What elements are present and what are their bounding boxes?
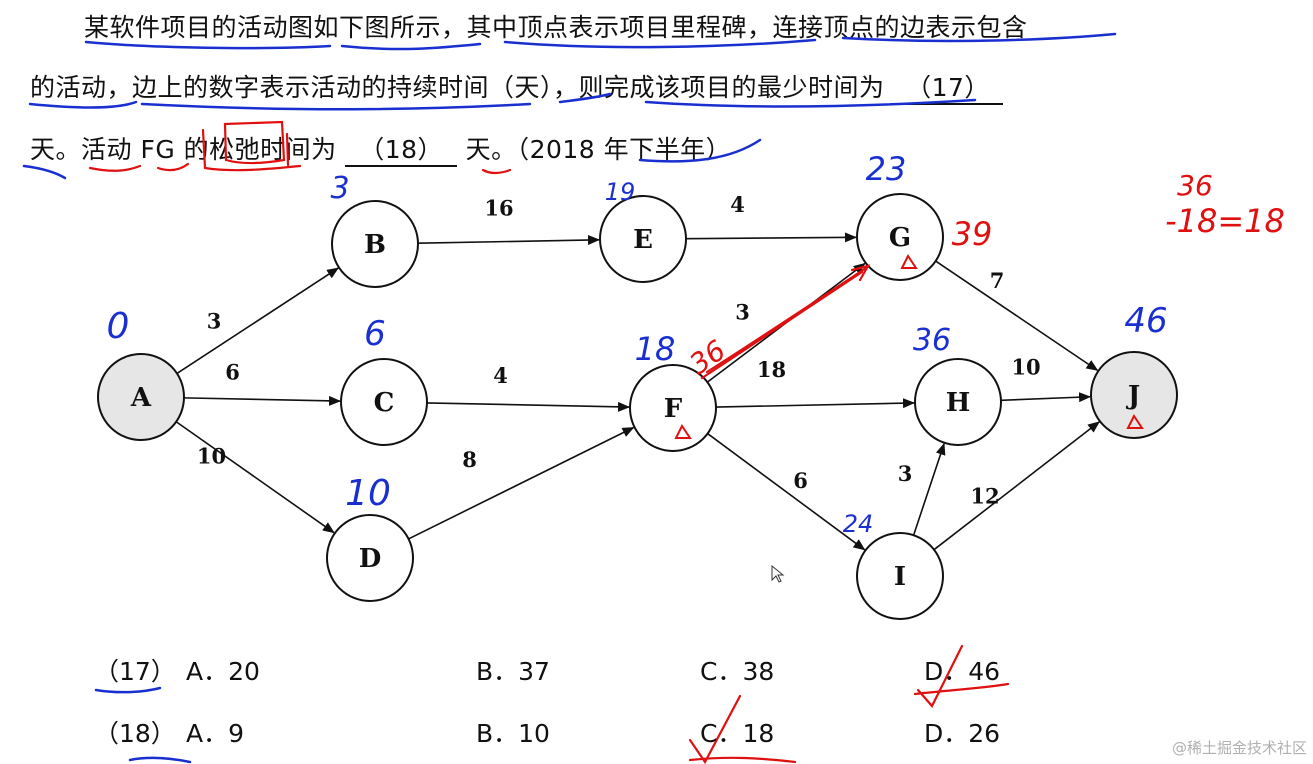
edge-weight-D-F: 8 [462, 447, 477, 472]
node-C [340, 358, 428, 446]
question-17-number: （17） [94, 657, 176, 686]
early-time-G: 23 [866, 150, 907, 188]
edge-C-F [426, 401, 631, 412]
node-label-C: C [374, 388, 395, 418]
node-F [629, 364, 717, 452]
option-18-d[interactable]: D．26 [924, 719, 1001, 748]
node-G [856, 193, 944, 281]
edge-weight-A-B: 3 [207, 309, 222, 334]
nodes-layer: A B C D E F G H I J [97, 193, 1178, 620]
edge-A-B [176, 267, 340, 375]
node-label-D: D [359, 544, 382, 574]
edge-E-G [685, 232, 858, 243]
mouse-cursor-icon [771, 564, 785, 583]
edge-weight-F-H: 18 [757, 357, 786, 382]
early-time-H: 36 [913, 323, 951, 358]
option-18-a[interactable]: A．9 [186, 719, 245, 748]
option-17-d[interactable]: D．46 [924, 657, 1001, 686]
node-label-H: H [946, 388, 971, 418]
option-17-b[interactable]: B．37 [476, 657, 550, 686]
red-markings [88, 120, 1010, 764]
edge-F-H [715, 398, 916, 409]
edge-H-J [1000, 392, 1092, 403]
edge-weight-H-J: 10 [1011, 355, 1040, 380]
node-J [1090, 351, 1178, 439]
blue-underlines [22, 32, 1117, 764]
edge-A-C [183, 395, 342, 406]
edge-D-F [408, 426, 635, 540]
answer-blank-17: （17） [892, 73, 1003, 105]
early-time-J: 46 [1124, 301, 1167, 341]
annotation-calc-line2: -18=18 [1165, 202, 1285, 240]
critical-marks [674, 254, 1144, 439]
edge-weight-E-G: 4 [730, 192, 745, 217]
node-label-J: J [1126, 381, 1140, 411]
question-text-3b: 天。（2018 年下半年） [465, 135, 732, 164]
node-D [326, 514, 414, 602]
edge-weight-C-F: 4 [493, 363, 508, 388]
edge-weight-G-J: 7 [990, 268, 1005, 293]
question-line-2: 的活动，边上的数字表示活动的持续时间（天），则完成该项目的最少时间为 （17） [30, 68, 1003, 105]
node-label-A: A [130, 383, 152, 413]
watermark: @稀土掘金技术社区 [1171, 739, 1307, 757]
question-line-3: 天。活动 FG 的松弛时间为 （18） 天。（2018 年下半年） [30, 130, 731, 167]
edge-weight-I-J: 12 [970, 484, 999, 509]
question-18-number: （18） [94, 719, 176, 748]
early-time-I: 24 [843, 510, 874, 538]
edge-G-J [935, 260, 1099, 372]
early-time-A: 0 [107, 306, 130, 347]
node-A [97, 353, 185, 441]
question-text-3a: 天。活动 FG 的松弛时间为 [30, 135, 337, 164]
edge-I-J [933, 421, 1100, 551]
edge-weight-A-C: 6 [225, 360, 240, 385]
node-label-G: G [889, 223, 911, 253]
node-label-E: E [633, 225, 653, 255]
option-17-a[interactable]: A．20 [186, 657, 260, 686]
early-time-C: 6 [364, 314, 386, 354]
edge-weight-I-H: 3 [898, 461, 913, 486]
edge-weight-F-G: 3 [735, 300, 750, 325]
annotation-late-time-G: 39 [952, 215, 993, 253]
question-text-1: 某软件项目的活动图如下图所示，其中顶点表示项目里程碑，连接顶点的边表示包含 [84, 13, 1028, 42]
option-18-b[interactable]: B．10 [476, 719, 550, 748]
question-text-2: 的活动，边上的数字表示活动的持续时间（天），则完成该项目的最少时间为 [30, 73, 885, 102]
question-line-1: 某软件项目的活动图如下图所示，其中顶点表示项目里程碑，连接顶点的边表示包含 [84, 8, 1028, 44]
node-label-B: B [364, 230, 386, 260]
edge-weight-F-I: 6 [793, 468, 808, 493]
node-B [331, 200, 419, 288]
early-time-E: 19 [605, 178, 636, 206]
answer-blank-18: （18） [345, 135, 458, 167]
early-time-B: 3 [330, 171, 349, 206]
annotation-calc-line1: 36 [1177, 169, 1213, 202]
early-time-F: 18 [635, 330, 676, 368]
edge-weight-A-D: 10 [197, 444, 226, 469]
edge-B-E [417, 235, 601, 246]
option-17-c[interactable]: C．38 [700, 657, 775, 686]
option-18-c[interactable]: C．18 [700, 719, 775, 748]
edge-I-H [912, 442, 946, 536]
node-I [856, 532, 944, 620]
node-E [599, 195, 687, 283]
edge-A-D [175, 421, 335, 534]
edge-F-I [707, 432, 866, 551]
node-label-F: F [664, 394, 683, 424]
early-time-D: 10 [345, 473, 391, 514]
node-label-I: I [894, 562, 906, 592]
node-H [914, 358, 1002, 446]
edge-weight-B-E: 16 [484, 196, 513, 221]
